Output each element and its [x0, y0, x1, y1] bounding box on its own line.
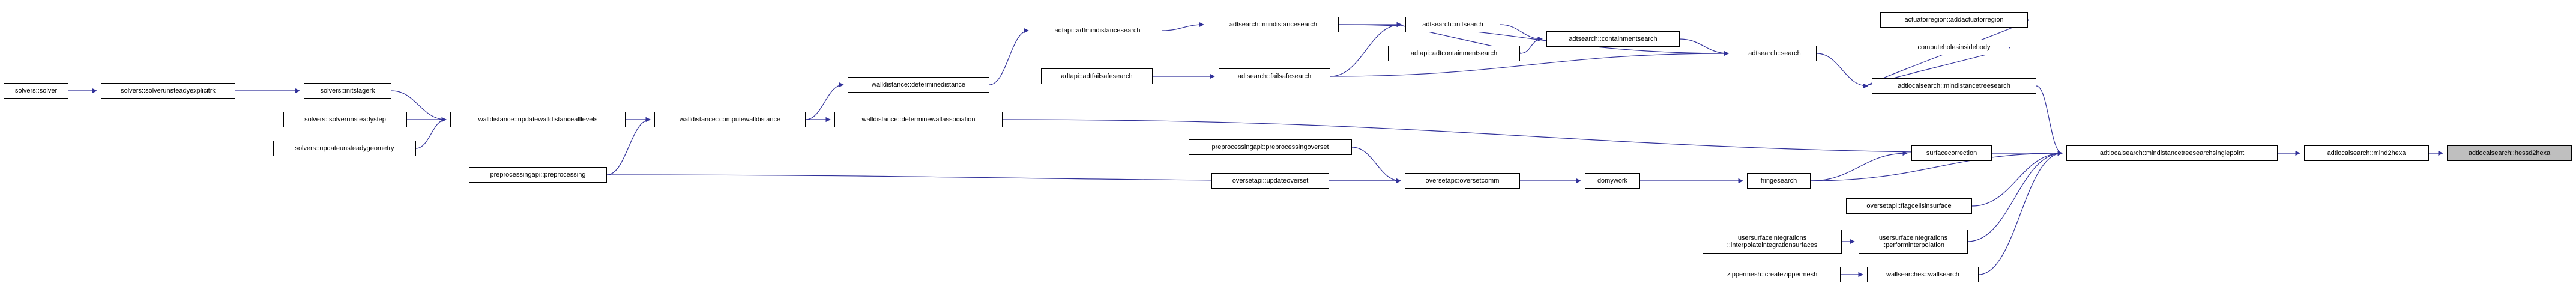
- graph-node-label: solvers::solverunsteadyexplicitrk: [121, 87, 216, 94]
- graph-node[interactable]: solvers::initstagerk: [304, 83, 391, 99]
- graph-edge: [1002, 119, 2063, 156]
- graph-node-label: solvers::initstagerk: [320, 87, 375, 94]
- graph-node-label: domywork: [1597, 177, 1628, 184]
- graph-node[interactable]: walldistance::updatewalldistancealllevel…: [450, 112, 626, 127]
- graph-node-label: walldistance::determinewallassociation: [861, 115, 976, 123]
- graph-node[interactable]: usersurfaceintegrations ::performinterpo…: [1859, 230, 1968, 254]
- graph-node[interactable]: adtapi::adtmindistancesearch: [1033, 23, 1162, 38]
- graph-node-label: adtsearch::failsafesearch: [1237, 72, 1312, 80]
- graph-node-label: adtlocalsearch::hessd2hexa: [2468, 149, 2551, 157]
- graph-node-label: adtlocalsearch::mind2hexa: [2327, 149, 2406, 157]
- graph-node[interactable]: walldistance::computewalldistance: [654, 112, 806, 127]
- graph-node[interactable]: adtapi::adtfailsafesearch: [1041, 68, 1153, 84]
- graph-node-label: preprocessingapi::preprocessingoverset: [1211, 143, 1329, 151]
- graph-edge: [1978, 150, 2063, 275]
- graph-node[interactable]: preprocessingapi::preprocessingoverset: [1189, 139, 1352, 155]
- graph-node[interactable]: fringesearch: [1747, 173, 1811, 189]
- graph-edge: [1519, 36, 1543, 54]
- graph-edge: [1351, 147, 1401, 184]
- graph-edge: [1810, 150, 1908, 181]
- graph-edge: [1679, 38, 1729, 56]
- graph-node[interactable]: surfacecorrection: [1911, 145, 1992, 161]
- graph-node[interactable]: adtlocalsearch::mindistancetreesearch: [1872, 78, 2036, 94]
- graph-node[interactable]: adtsearch::mindistancesearch: [1208, 17, 1339, 32]
- graph-node-label: solvers::updateunsteadygeometry: [295, 144, 394, 152]
- graph-node-label: adtsearch::initsearch: [1422, 20, 1483, 28]
- graph-node[interactable]: adtsearch::failsafesearch: [1219, 68, 1330, 84]
- graph-node-label: surfacecorrection: [1926, 149, 1977, 157]
- graph-node-label: solvers::solverunsteadystep: [304, 115, 386, 123]
- graph-node[interactable]: solvers::solverunsteadyexplicitrk: [101, 83, 235, 99]
- graph-node[interactable]: adtsearch::containmentsearch: [1546, 31, 1680, 47]
- graph-node-label: adtlocalsearch::mindistancetreesearch: [1898, 82, 2010, 90]
- graph-node-label: walldistance::computewalldistance: [679, 115, 781, 123]
- graph-node-label: walldistance::updatewalldistancealllevel…: [478, 115, 598, 123]
- graph-node[interactable]: oversetapi::updateoverset: [1211, 173, 1329, 189]
- graph-node-label: zippermesh::createzippermesh: [1727, 270, 1818, 278]
- graph-edge: [415, 117, 447, 149]
- graph-edge: [2036, 85, 2063, 156]
- graph-node[interactable]: adtlocalsearch::mindistancetreesearchsin…: [2066, 145, 2278, 161]
- graph-node[interactable]: adtlocalsearch::hessd2hexa: [2447, 145, 2572, 161]
- graph-node-label: adtapi::adtcontainmentsearch: [1410, 49, 1498, 57]
- graph-node[interactable]: domywork: [1585, 173, 1640, 189]
- graph-node-label: oversetapi::updateoverset: [1232, 177, 1309, 184]
- graph-node-label: fringesearch: [1760, 177, 1797, 184]
- graph-node-label: adtlocalsearch::mindistancetreesearchsin…: [2099, 149, 2245, 157]
- graph-node[interactable]: oversetapi::flagcellsinsurface: [1846, 198, 1972, 214]
- graph-node-label: usersurfaceintegrations ::interpolateint…: [1727, 234, 1818, 249]
- graph-node-label: computeholesinsidebody: [1917, 43, 1991, 51]
- graph-node-label: oversetapi::oversetcomm: [1425, 177, 1500, 184]
- graph-node-label: adtapi::adtmindistancesearch: [1054, 26, 1141, 34]
- graph-node[interactable]: usersurfaceintegrations ::interpolateint…: [1703, 230, 1842, 254]
- graph-node[interactable]: adtapi::adtcontainmentsearch: [1388, 46, 1520, 61]
- graph-edge: [989, 28, 1029, 85]
- graph-node[interactable]: zippermesh::createzippermesh: [1704, 267, 1841, 282]
- graph-edge: [1967, 150, 2063, 242]
- graph-node-label: oversetapi::flagcellsinsurface: [1866, 202, 1952, 210]
- graph-node-label: walldistance::determinedistance: [872, 81, 965, 88]
- graph-node-label: usersurfaceintegrations ::performinterpo…: [1878, 234, 1948, 249]
- graph-node-label: actuatorregion::addactuatorregion: [1904, 16, 2004, 23]
- graph-node[interactable]: walldistance::determinedistance: [848, 77, 989, 93]
- graph-edge: [1971, 150, 2063, 207]
- graph-node-label: wallsearches::wallsearch: [1886, 270, 1959, 278]
- graph-node[interactable]: walldistance::determinewallassociation: [834, 112, 1003, 127]
- graph-node[interactable]: actuatorregion::addactuatorregion: [1880, 12, 2028, 28]
- graph-node[interactable]: adtsearch::initsearch: [1405, 17, 1500, 32]
- graph-node-label: adtsearch::containmentsearch: [1569, 35, 1658, 43]
- graph-node[interactable]: oversetapi::oversetcomm: [1405, 173, 1520, 189]
- graph-node-label: solvers::solver: [14, 87, 58, 94]
- graph-node-label: adtsearch::mindistancesearch: [1229, 20, 1318, 28]
- graph-edge: [1162, 22, 1204, 31]
- graph-node[interactable]: wallsearches::wallsearch: [1867, 267, 1979, 282]
- graph-edge: [1816, 53, 1868, 89]
- graph-node[interactable]: adtlocalsearch::mind2hexa: [2304, 145, 2429, 161]
- graph-node[interactable]: solvers::solver: [4, 83, 68, 99]
- graph-node[interactable]: adtsearch::search: [1733, 46, 1817, 61]
- graph-node-label: adtapi::adtfailsafesearch: [1061, 72, 1133, 80]
- graph-node-label: adtsearch::search: [1748, 49, 1801, 57]
- graph-node[interactable]: solvers::solverunsteadystep: [283, 112, 407, 127]
- graph-node[interactable]: solvers::updateunsteadygeometry: [273, 141, 416, 156]
- graph-edge: [1500, 24, 1543, 42]
- graph-edge: [606, 117, 651, 175]
- graph-node[interactable]: preprocessingapi::preprocessing: [469, 167, 607, 183]
- graph-node[interactable]: computeholesinsidebody: [1899, 40, 2009, 55]
- graph-node-label: preprocessingapi::preprocessing: [490, 171, 586, 178]
